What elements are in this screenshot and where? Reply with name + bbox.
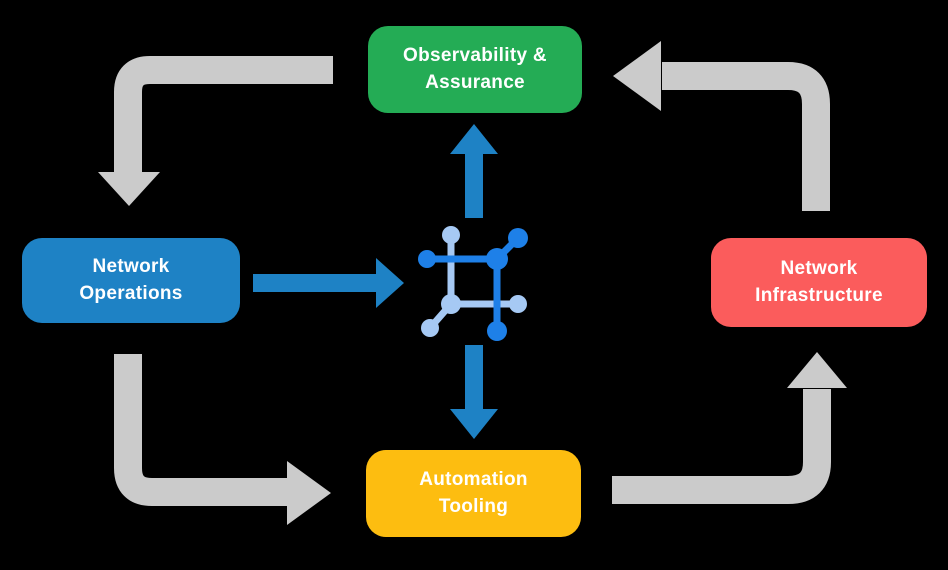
network-mesh-icon (418, 226, 528, 341)
node-label-line: Automation (419, 469, 528, 491)
arrowhead-up (450, 124, 498, 154)
node-label-line: Tooling (438, 495, 509, 517)
icon-dark-dot (418, 250, 436, 268)
icon-light-dot (442, 226, 460, 244)
node-network-operations: Network Operations (22, 238, 240, 323)
arrow-shaft (114, 56, 333, 174)
arrow-center-to-observability (450, 124, 498, 218)
node-label-line: Observability & (403, 45, 547, 67)
network-mesh-icon-light-part (421, 226, 527, 337)
node-label-line: Assurance (425, 71, 525, 93)
arrowhead-left (613, 41, 661, 111)
node-label-line: Network (92, 256, 170, 278)
arrowhead-down (450, 409, 498, 439)
arrow-operations-to-center (253, 258, 404, 308)
icon-dark-dot (487, 321, 507, 341)
icon-dark-dot (508, 228, 528, 248)
arrowhead-up (787, 352, 847, 388)
icon-light-dot (509, 295, 527, 313)
arrow-infrastructure-to-observability (613, 41, 830, 211)
network-mesh-icon-dark-part (418, 228, 528, 341)
node-label-line: Operations (79, 282, 183, 304)
arrow-operations-to-automation (114, 354, 331, 525)
arrow-observability-to-operations (98, 56, 333, 206)
arrow-shaft (114, 354, 289, 506)
arrow-shaft (612, 389, 831, 504)
arrowhead-right (376, 258, 404, 308)
arrow-automation-to-infrastructure (612, 352, 847, 504)
node-observability-assurance: Observability & Assurance (368, 26, 582, 113)
node-network-infrastructure: Network Infrastructure (711, 238, 927, 327)
arrowhead-down (98, 172, 160, 206)
node-label-line: Infrastructure (755, 284, 883, 306)
node-label-line: Network (780, 258, 858, 280)
icon-dark-node (486, 248, 508, 270)
icon-light-node (441, 294, 461, 314)
icon-light-dot (421, 319, 439, 337)
arrowhead-right (287, 461, 331, 525)
arrow-shaft (662, 62, 830, 211)
node-automation-tooling: Automation Tooling (366, 450, 581, 537)
arrow-center-to-automation (450, 345, 498, 439)
